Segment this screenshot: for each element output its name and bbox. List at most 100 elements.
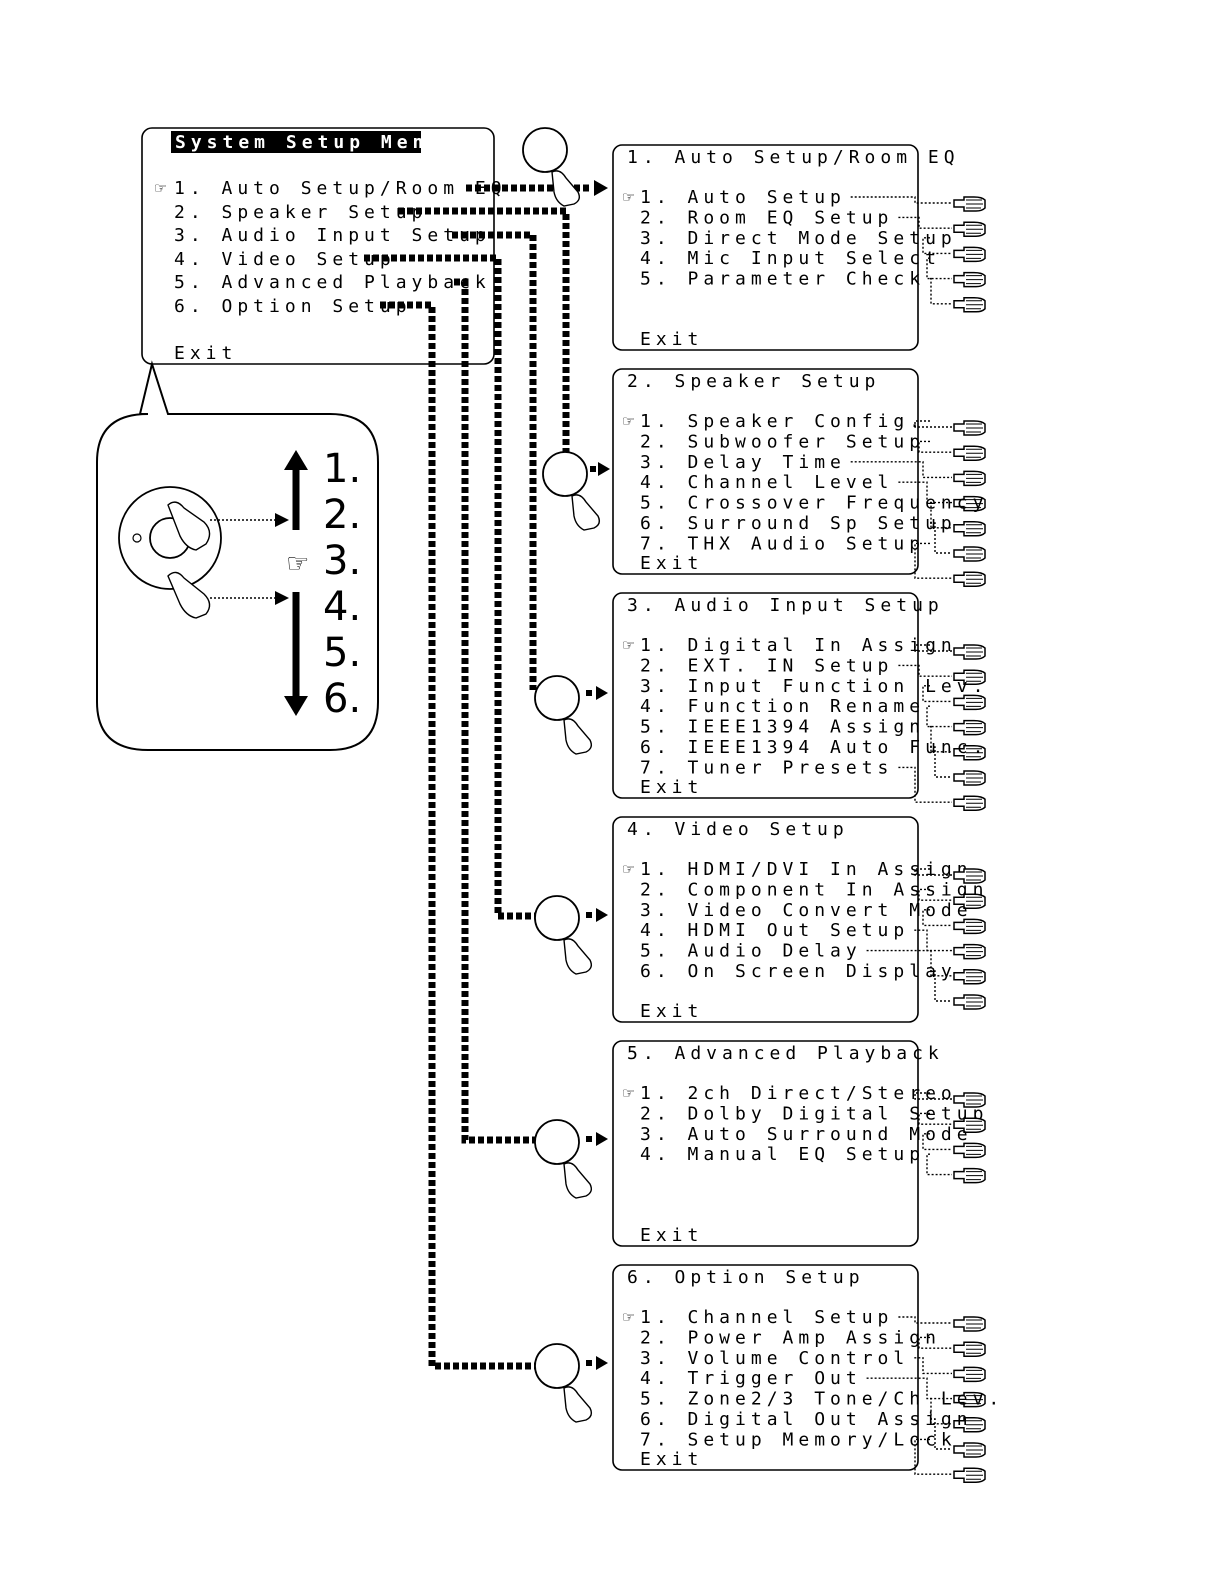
submenu-item[interactable]: 7. Tuner Presets xyxy=(640,757,893,778)
submenu-item[interactable]: 3. Delay Time xyxy=(640,452,846,473)
main-menu-item[interactable]: 1. Auto Setup/Room EQ xyxy=(174,178,507,199)
submenu-pointer-icon: ☞ xyxy=(623,187,639,208)
submenu-item[interactable]: 6. Digital Out Assign xyxy=(640,1409,973,1430)
submenu-item[interactable]: 6. On Screen Display xyxy=(640,961,957,982)
submenu-item[interactable]: 3. Video Convert Mode xyxy=(640,900,973,921)
pointing-hand-icon xyxy=(953,445,986,461)
pointing-hand-icon xyxy=(953,694,986,711)
submenu-leader-line xyxy=(922,685,952,703)
submenu-item[interactable]: 5. IEEE1394 Assign xyxy=(640,717,925,738)
submenu-leader-line xyxy=(926,705,952,728)
main-menu-item[interactable]: 5. Advanced Playback xyxy=(174,272,491,293)
submenu-panel: 3. Audio Input Setup☞1. Digital In Assig… xyxy=(612,592,988,811)
submenu-exit[interactable]: Exit xyxy=(640,1449,703,1470)
remote-number: 2. xyxy=(323,492,361,538)
submenu-item[interactable]: 4. HDMI Out Setup xyxy=(640,920,909,941)
submenu-item[interactable]: 2. Power Amp Assign xyxy=(640,1327,941,1348)
submenu-leader-line xyxy=(918,440,952,453)
submenu-item[interactable]: 1. Digital In Assign xyxy=(640,635,957,656)
submenu-pointer-icon: ☞ xyxy=(623,635,639,656)
pointing-hand-icon xyxy=(953,297,986,313)
connector-2 xyxy=(398,207,570,466)
submenu-leader-line xyxy=(898,766,952,803)
submenu-frame xyxy=(612,144,919,351)
submenu-item[interactable]: 5. Parameter Check xyxy=(640,269,925,290)
submenu-item[interactable]: 4. Function Rename xyxy=(640,696,925,717)
main-menu-item[interactable]: 6. Option Setup xyxy=(174,296,412,317)
submenu-leader-line xyxy=(918,1336,952,1349)
submenu-item[interactable]: 3. Volume Control xyxy=(640,1348,909,1369)
pointing-hand-icon xyxy=(953,1142,986,1159)
pointing-hand-icon xyxy=(953,1366,986,1383)
submenu-exit[interactable]: Exit xyxy=(640,1225,703,1246)
up-arrow-icon xyxy=(284,450,308,470)
submenu-leader-line xyxy=(914,542,952,579)
submenu-item[interactable]: 2. Dolby Digital Setup xyxy=(640,1103,988,1124)
submenu-item[interactable]: 3. Direct Mode Setup xyxy=(640,228,957,249)
submenu-leader-line xyxy=(914,1092,952,1100)
main-menu-item[interactable]: 3. Audio Input Setup xyxy=(174,225,491,246)
pointing-hand-icon xyxy=(953,1467,986,1483)
submenu-item[interactable]: 2. EXT. IN Setup xyxy=(640,655,893,676)
remote-number: 1. xyxy=(323,446,361,492)
enter-knob-icon[interactable] xyxy=(522,127,608,207)
submenu-item[interactable]: 1. Channel Setup xyxy=(640,1307,893,1328)
pressing-hand-up-icon xyxy=(167,501,211,551)
submenu-item[interactable]: 1. HDMI/DVI In Assign xyxy=(640,859,973,880)
submenu-item[interactable]: 3. Input Function Lev. xyxy=(640,676,988,697)
pointing-hand-icon xyxy=(953,420,986,436)
enter-knob-icon[interactable] xyxy=(534,1343,608,1423)
submenu-item[interactable]: 1. Speaker Config. xyxy=(640,411,925,432)
submenu-title: 2. Speaker Setup xyxy=(627,371,880,392)
submenu-leader-line xyxy=(866,949,952,977)
enter-knob-icon[interactable] xyxy=(542,451,610,531)
submenu-item[interactable]: 2. Component In Assign xyxy=(640,879,988,900)
submenu-leader-line xyxy=(930,1418,952,1450)
submenu-item[interactable]: 2. Subwoofer Setup xyxy=(640,431,925,452)
submenu-exit[interactable]: Exit xyxy=(640,329,703,350)
main-menu-item[interactable]: 2. Speaker Setup xyxy=(174,202,427,223)
submenu-item[interactable]: 1. Auto Setup xyxy=(640,187,846,208)
connector-5 xyxy=(454,278,536,1144)
submenu-leader-line xyxy=(914,868,952,876)
main-menu-item[interactable]: 4. Video Setup xyxy=(174,249,396,270)
submenu-frame xyxy=(612,368,919,575)
submenu-leader-line xyxy=(898,216,952,229)
submenu-item[interactable]: 7. Setup Memory/Lock xyxy=(640,1429,957,1450)
submenu-leader-line xyxy=(850,461,952,479)
submenu-item[interactable]: 3. Auto Surround Mode xyxy=(640,1124,973,1145)
submenu-item[interactable]: 4. Mic Input Select xyxy=(640,248,941,269)
submenu-item[interactable]: 4. Channel Level xyxy=(640,472,893,493)
submenu-leader-line xyxy=(926,1153,952,1176)
enter-knob-icon[interactable] xyxy=(534,895,608,975)
down-arrow-icon xyxy=(284,696,308,716)
submenu-leader-line xyxy=(930,501,952,529)
enter-knob-icon[interactable] xyxy=(534,1119,608,1199)
submenu-exit[interactable]: Exit xyxy=(640,1001,703,1022)
cursor-pad-dot xyxy=(132,533,142,543)
submenu-leader-line xyxy=(898,664,952,677)
submenu-item[interactable]: 5. Audio Delay xyxy=(640,941,862,962)
submenu-frame xyxy=(612,1264,919,1471)
pointing-hand-icon xyxy=(953,994,986,1010)
submenu-exit[interactable]: Exit xyxy=(640,553,703,574)
submenu-item[interactable]: 6. Surround Sp Setup xyxy=(640,513,957,534)
submenu-leader-line xyxy=(930,970,952,1002)
enter-knob-icon[interactable] xyxy=(534,675,608,755)
submenu-item[interactable]: 4. Trigger Out xyxy=(640,1368,862,1389)
submenu-item[interactable]: 2. Room EQ Setup xyxy=(640,207,893,228)
submenu-item[interactable]: 4. Manual EQ Setup xyxy=(640,1144,925,1165)
knob-presses xyxy=(522,127,610,1423)
submenu-item[interactable]: 6. IEEE1394 Auto Func. xyxy=(640,737,988,758)
submenu-item[interactable]: 5. Crossover Frequency xyxy=(640,493,988,514)
submenu-item[interactable]: 5. Zone2/3 Tone/Ch Lev. xyxy=(640,1389,1004,1410)
submenu-item[interactable]: 1. 2ch Direct/Stereo xyxy=(640,1083,957,1104)
pointing-hand-icon xyxy=(953,221,986,237)
pointing-hand-icon xyxy=(953,470,986,487)
submenu-item[interactable]: 7. THX Audio Setup xyxy=(640,533,925,554)
submenu-exit[interactable]: Exit xyxy=(640,777,703,798)
main-menu-exit[interactable]: Exit xyxy=(174,343,237,364)
